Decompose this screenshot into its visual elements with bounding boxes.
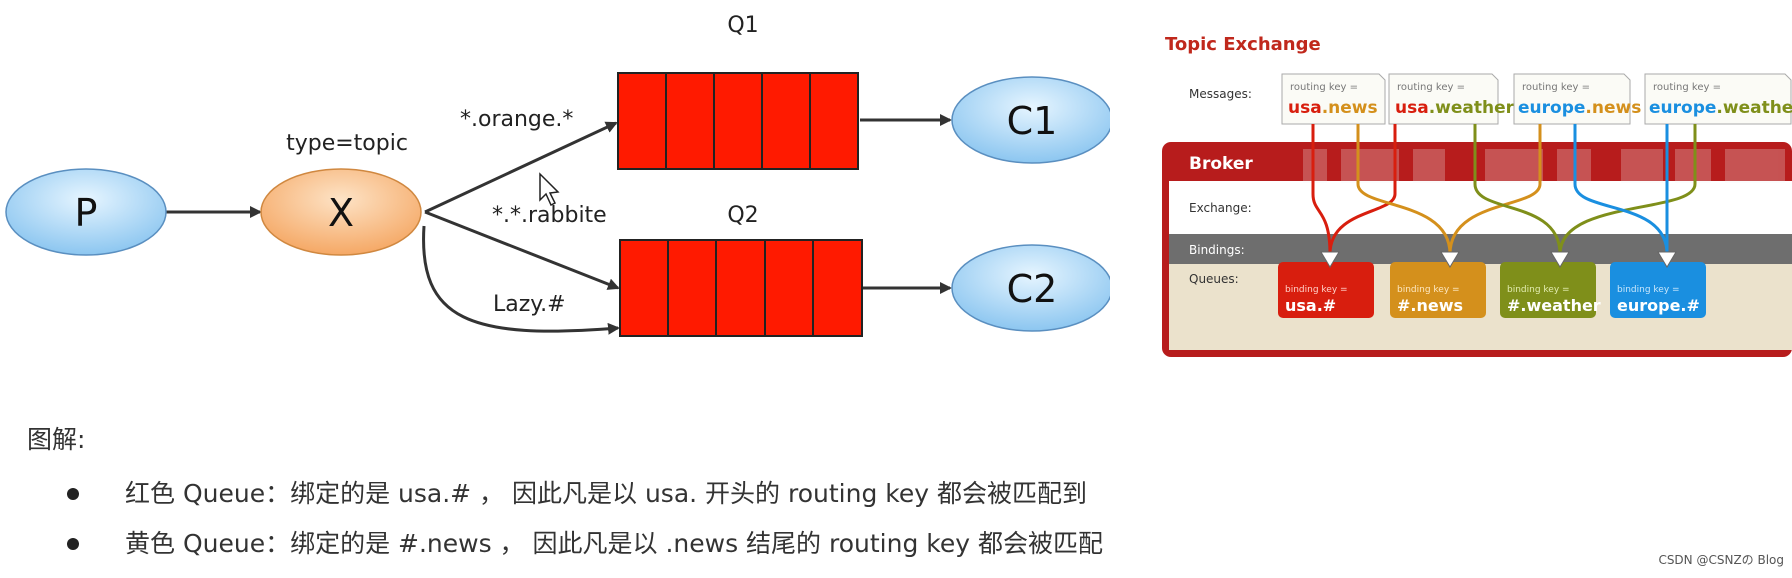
binding-arrow-icons xyxy=(1320,251,1677,268)
binding-rabbite-label: *.*.rabbite xyxy=(492,203,607,228)
explanation-item: 黄色 Queue：绑定的是 #.news ， 因此凡是以 .news 结尾的 r… xyxy=(65,519,1103,569)
producer-label: P xyxy=(75,191,98,235)
binding-key-value: europe.# xyxy=(1617,296,1700,315)
bullet-dot xyxy=(67,538,79,550)
routing-key-prefix: routing key = xyxy=(1397,82,1465,93)
queue1-label: Q1 xyxy=(727,13,758,38)
queue1 xyxy=(617,72,859,170)
queue2 xyxy=(619,239,863,337)
topic-exchange-title: Topic Exchange xyxy=(1165,34,1321,55)
queue2-label: Q2 xyxy=(727,203,758,228)
exchange-row-label: Exchange: xyxy=(1189,201,1252,215)
binding-queue-box: binding key = usa.# xyxy=(1278,262,1374,318)
svg-text:europe.weather: europe.weather xyxy=(1649,98,1792,118)
bindings-row-label: Bindings: xyxy=(1189,243,1245,257)
svg-text:usa.news: usa.news xyxy=(1288,98,1378,118)
edge-x-q2-lazy xyxy=(422,225,620,335)
message-key-part2: .weather xyxy=(1429,98,1515,118)
binding-key-value: #.news xyxy=(1397,296,1463,315)
explanation-text: 黄色 Queue：绑定的是 #.news ， 因此凡是以 .news 结尾的 r… xyxy=(125,529,1103,558)
routing-key-prefix: routing key = xyxy=(1290,82,1358,93)
svg-text:europe.news: europe.news xyxy=(1518,98,1641,118)
messages-label: Messages: xyxy=(1189,87,1252,101)
broker-conveyor xyxy=(1303,149,1785,183)
message-card: routing key = usa.weather xyxy=(1388,73,1515,125)
consumer1-label: C1 xyxy=(1007,99,1058,143)
binding-key-prefix: binding key = xyxy=(1285,285,1348,295)
message-key-part1: europe xyxy=(1649,98,1716,118)
binding-queue-box: binding key = #.weather xyxy=(1500,262,1601,318)
binding-key-prefix: binding key = xyxy=(1397,285,1460,295)
routing-wires xyxy=(1311,124,1697,255)
exchange-node: X xyxy=(260,168,422,256)
topic-exchange-illustration: Topic Exchange Messages: routing key = u… xyxy=(1162,34,1792,357)
edge-x-q2 xyxy=(424,210,620,290)
consumer2-node: C2 xyxy=(951,244,1110,332)
message-card: routing key = europe.weather xyxy=(1644,73,1792,125)
binding-key-prefix: binding key = xyxy=(1507,285,1570,295)
routing-key-prefix: routing key = xyxy=(1653,82,1721,93)
explanation-item: 红色 Queue：绑定的是 usa.# ， 因此凡是以 usa. 开头的 rou… xyxy=(65,469,1103,519)
broker-label: Broker xyxy=(1189,154,1253,174)
binding-key-value: #.weather xyxy=(1507,296,1601,315)
bullet-dot xyxy=(67,488,79,500)
message-key-part1: europe xyxy=(1518,98,1585,118)
producer-node: P xyxy=(5,168,167,256)
routing-key-prefix: routing key = xyxy=(1522,82,1590,93)
svg-text:usa.weather: usa.weather xyxy=(1395,98,1515,118)
queues-row-label: Queues: xyxy=(1189,272,1239,286)
message-key-part1: usa xyxy=(1288,98,1322,118)
caption-heading: 图解: xyxy=(27,425,86,454)
explanation-text: 红色 Queue：绑定的是 usa.# ， 因此凡是以 usa. 开头的 rou… xyxy=(125,479,1087,508)
explanation-list: 红色 Queue：绑定的是 usa.# ， 因此凡是以 usa. 开头的 rou… xyxy=(65,469,1103,569)
message-card: routing key = europe.news xyxy=(1513,73,1641,125)
exchange-label: X xyxy=(328,191,354,235)
binding-orange-label: *.orange.* xyxy=(460,107,573,132)
message-key-part2: .news xyxy=(1322,98,1378,118)
binding-lazy-label: Lazy.# xyxy=(493,292,566,317)
binding-key-value: usa.# xyxy=(1285,296,1336,315)
message-card: routing key = usa.news xyxy=(1281,73,1386,125)
binding-queue-box: binding key = europe.# xyxy=(1610,262,1706,318)
consumer2-label: C2 xyxy=(1007,267,1058,311)
consumer1-node: C1 xyxy=(951,76,1110,164)
watermark: CSDN @CSNZの Blog xyxy=(1658,553,1784,567)
mouse-cursor-icon xyxy=(539,172,560,207)
message-key-part1: usa xyxy=(1395,98,1429,118)
binding-key-prefix: binding key = xyxy=(1617,285,1680,295)
exchange-type-label: type=topic xyxy=(286,131,408,156)
message-key-part2: .news xyxy=(1585,98,1641,118)
edge-x-q1 xyxy=(424,121,618,214)
rabbitmq-topic-diagram: P X type=topic Q1 Q2 C1 C2 *.orange.* *.… xyxy=(5,13,1110,337)
binding-queue-box: binding key = #.news xyxy=(1390,262,1486,318)
message-key-part2: .weather xyxy=(1716,98,1792,118)
